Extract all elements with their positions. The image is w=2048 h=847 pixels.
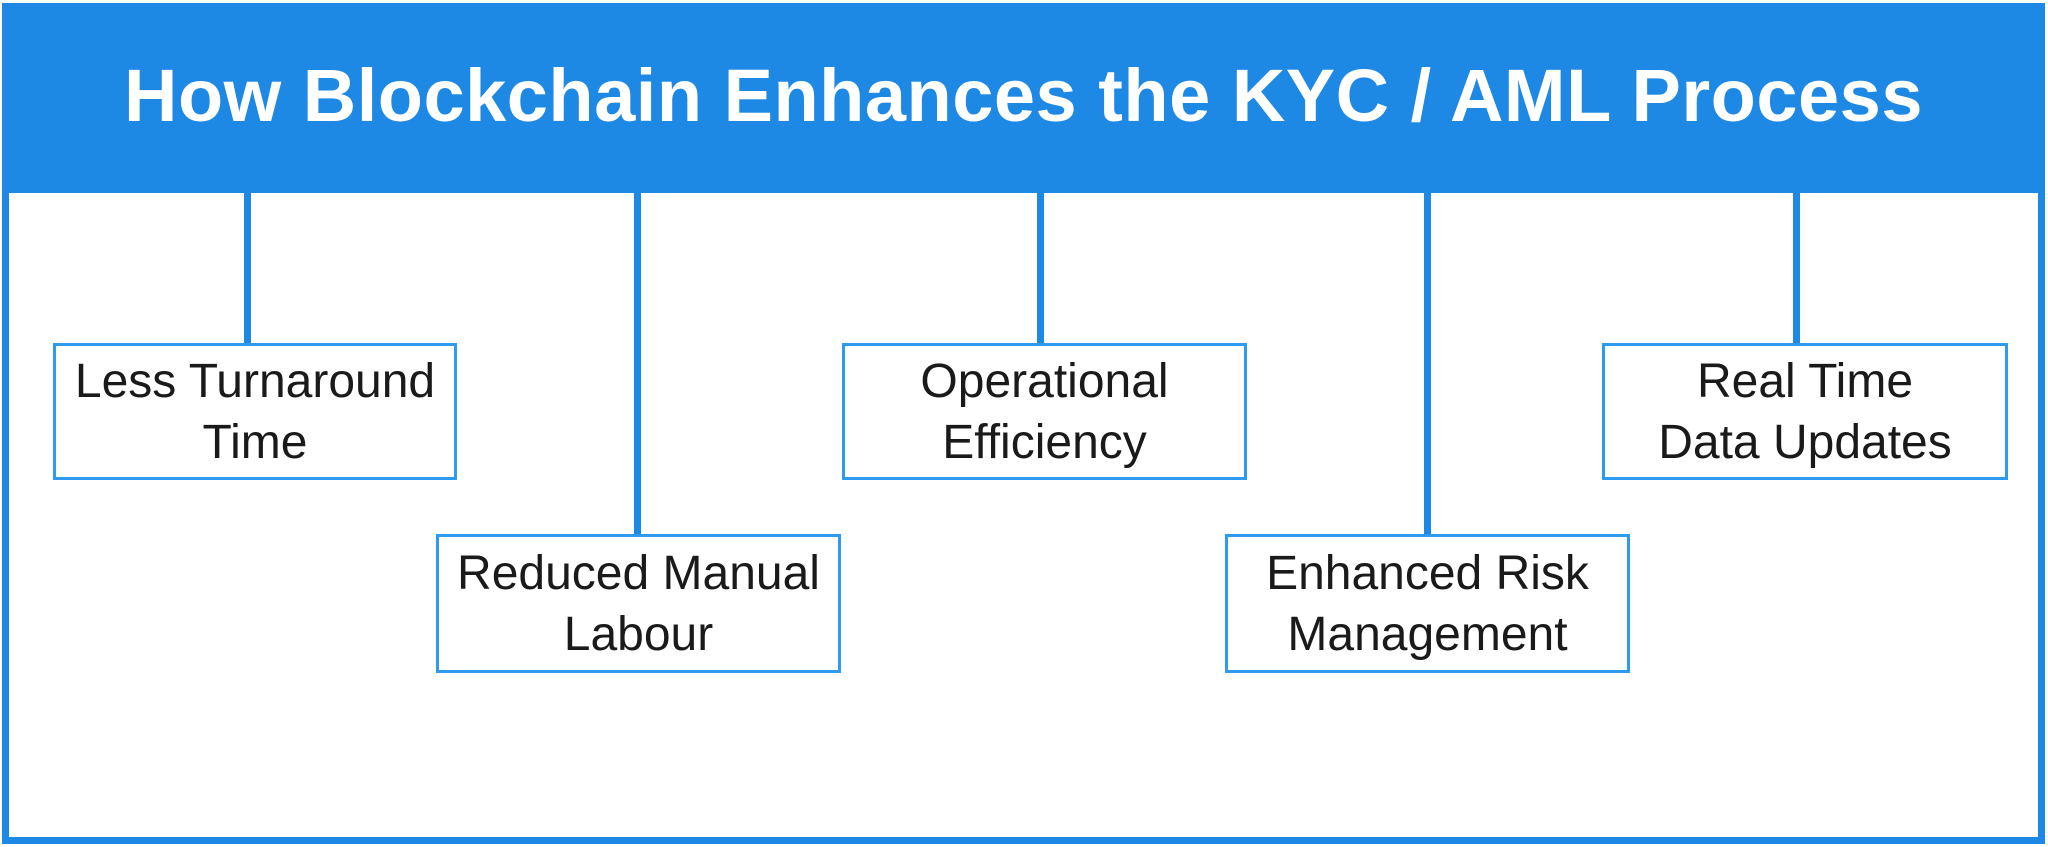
- title-banner: How Blockchain Enhances the KYC / AML Pr…: [2, 3, 2045, 193]
- diagram-frame: [2, 3, 2045, 844]
- node-label-real-time-data-updates: Real Time Data Updates: [1658, 354, 1952, 469]
- node-label-operational-efficiency: Operational Efficiency: [920, 354, 1169, 469]
- node-label-enhanced-risk-management: Enhanced Risk Management: [1266, 546, 1589, 661]
- diagram-title: How Blockchain Enhances the KYC / AML Pr…: [124, 53, 1923, 137]
- node-label-reduced-manual-labour: Reduced Manual Labour: [457, 546, 820, 661]
- node-box-real-time-data-updates: Real Time Data Updates: [1602, 343, 2008, 480]
- node-label-less-turnaround-time: Less Turnaround Time: [74, 354, 436, 469]
- connector-line-reduced-manual: [634, 193, 641, 535]
- node-box-less-turnaround-time: Less Turnaround Time: [53, 343, 457, 480]
- connector-line-real-time: [1793, 193, 1800, 344]
- connector-line-enhanced-risk: [1424, 193, 1431, 535]
- connector-line-operational: [1037, 193, 1044, 344]
- node-box-enhanced-risk-management: Enhanced Risk Management: [1225, 534, 1630, 673]
- node-box-reduced-manual-labour: Reduced Manual Labour: [436, 534, 841, 673]
- connector-line-less-turnaround: [244, 193, 251, 344]
- node-box-operational-efficiency: Operational Efficiency: [842, 343, 1247, 480]
